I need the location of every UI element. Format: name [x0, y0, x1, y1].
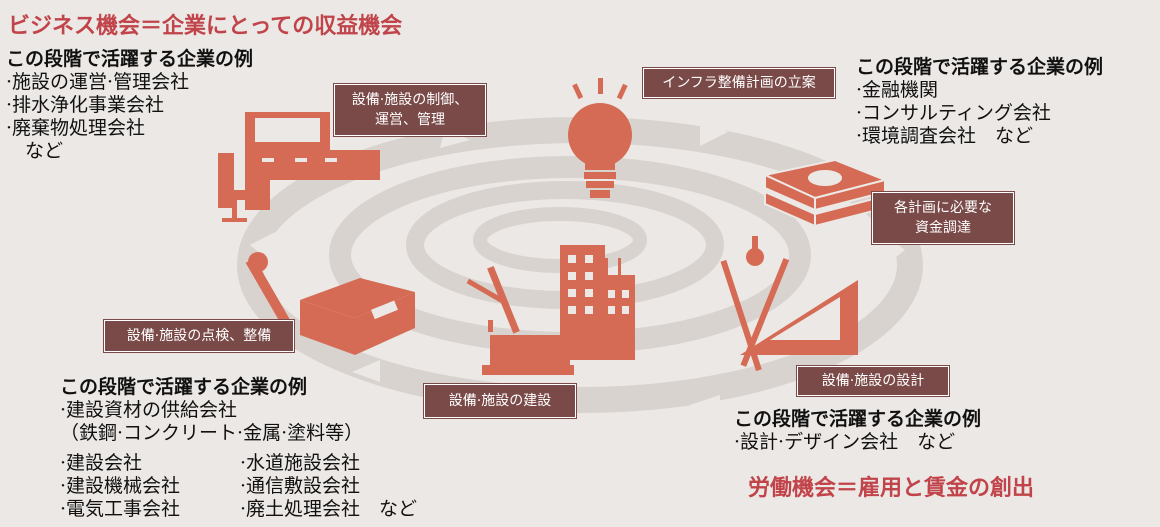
stage-funding-label: 各計画に必要な 資金調達: [872, 192, 1014, 244]
stage-maintenance-text: 設備·施設の点検、整備: [126, 328, 272, 344]
list-item: ·施設の運営·管理会社: [6, 71, 190, 93]
construction-companies: この段階で活躍する企業の例 ·建設資材の供給会社 （鉄鋼·コンクリート·金属·塗…: [60, 376, 363, 445]
operation-companies-heading: この段階で活躍する企業の例: [6, 48, 254, 70]
list-item: （鉄鋼·コンクリート·金属·塗料等）: [60, 422, 364, 444]
stage-construction-label: 設備·施設の建設: [424, 384, 576, 418]
list-item: ·排水浄化事業会社: [6, 94, 165, 116]
list-item: ·建設機械会社: [60, 475, 181, 497]
drafting-tools-icon: [720, 236, 858, 372]
stage-design-label: 設備·施設の設計: [797, 366, 949, 396]
construction-companies-heading: この段階で活躍する企業の例: [60, 376, 308, 398]
list-item: など: [6, 140, 64, 162]
labor-opportunity-title: 労働機会＝雇用と賃金の創出: [748, 475, 1035, 501]
stage-operation-line1: 設備·施設の制御、: [351, 92, 469, 108]
construction-companies-col1: ·建設会社 ·建設機械会社 ·電気工事会社: [60, 452, 180, 521]
list-item: ·廃棄物処理会社: [6, 117, 146, 139]
list-item: ·コンサルティング会社: [856, 102, 1051, 124]
design-companies-heading: この段階で活躍する企業の例: [734, 408, 982, 430]
business-opportunity-title: ビジネス機会＝企業にとっての収益機会: [8, 13, 403, 39]
stage-design-text: 設備·施設の設計: [821, 373, 925, 389]
list-item: ·建設会社: [60, 452, 143, 474]
stage-planning-label: インフラ整備計画の立案: [643, 68, 835, 98]
list-item: ·金融機関: [856, 79, 939, 101]
list-item: ·廃土処理会社 など: [240, 498, 418, 520]
operation-companies: この段階で活躍する企業の例 ·施設の運営·管理会社 ·排水浄化事業会社 ·廃棄物…: [6, 48, 253, 163]
list-item: ·水道施設会社: [240, 452, 361, 474]
toolbox-icon: [245, 252, 415, 355]
stage-planning-text: インフラ整備計画の立案: [662, 75, 816, 91]
list-item: ·設計·デザイン会社 など: [734, 431, 956, 453]
control-console-icon: [218, 112, 380, 222]
funding-companies: この段階で活躍する企業の例 ·金融機関 ·コンサルティング会社 ·環境調査会社 …: [856, 56, 1103, 148]
list-item: ·通信敷設会社: [240, 475, 361, 497]
list-item: ·環境調査会社 など: [856, 125, 1034, 147]
lightbulb-icon: [568, 78, 632, 198]
construction-companies-col2: ·水道施設会社 ·通信敷設会社 ·廃土処理会社 など: [240, 452, 417, 521]
construction-icon: [466, 245, 635, 375]
stage-funding-line2: 資金調達: [915, 220, 971, 236]
list-item: ·電気工事会社: [60, 498, 181, 520]
list-item: ·建設資材の供給会社: [60, 399, 238, 421]
design-companies: この段階で活躍する企業の例 ·設計·デザイン会社 など: [734, 408, 981, 454]
funding-companies-heading: この段階で活躍する企業の例: [856, 56, 1104, 78]
stage-construction-text: 設備·施設の建設: [448, 393, 552, 409]
stage-operation-label: 設備·施設の制御、 運営、管理: [334, 84, 486, 136]
stage-maintenance-label: 設備·施設の点検、整備: [104, 320, 294, 352]
money-stack-icon: [761, 158, 889, 228]
stage-operation-line2: 運営、管理: [375, 112, 445, 128]
stage-funding-line1: 各計画に必要な: [894, 200, 992, 216]
